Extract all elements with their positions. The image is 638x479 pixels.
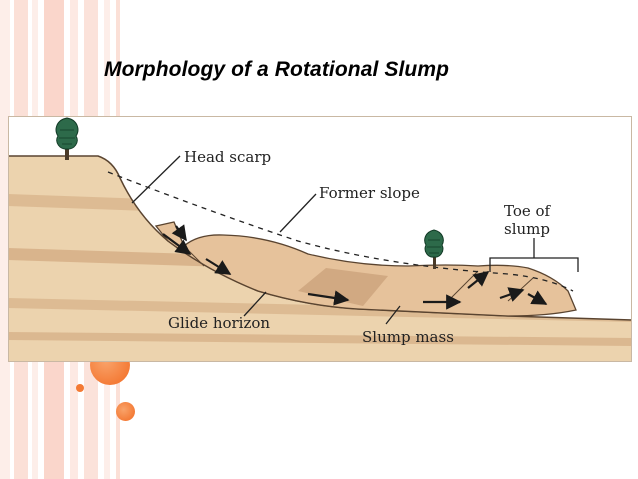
tree-icon	[55, 117, 79, 160]
arrow-icon	[467, 271, 490, 289]
arrow-icon	[162, 233, 192, 255]
label-glide-horizon: Glide horizon	[168, 314, 270, 332]
decorative-circle-medium	[116, 402, 135, 421]
arrow-icon	[499, 287, 525, 302]
former-slope-line	[107, 171, 574, 292]
label-slump-mass: Slump mass	[362, 328, 454, 346]
arrow-icon	[205, 258, 232, 275]
slide-title: Morphology of a Rotational Slump	[104, 58, 450, 81]
arrow-icon	[527, 290, 548, 305]
label-head-scarp: Head scarp	[184, 148, 271, 166]
decorative-circle-small	[76, 384, 84, 392]
leader-lines	[131, 155, 579, 325]
tree-icon	[424, 229, 444, 269]
label-former-slope: Former slope	[319, 184, 420, 202]
arrow-icon	[171, 224, 187, 242]
label-toe-of: Toe of	[504, 202, 552, 220]
slump-diagram: Head scarp Former slope Toe of slump Gli…	[8, 116, 632, 362]
movement-arrows	[162, 224, 548, 310]
label-slump: slump	[504, 220, 550, 238]
arrow-icon	[307, 290, 350, 306]
